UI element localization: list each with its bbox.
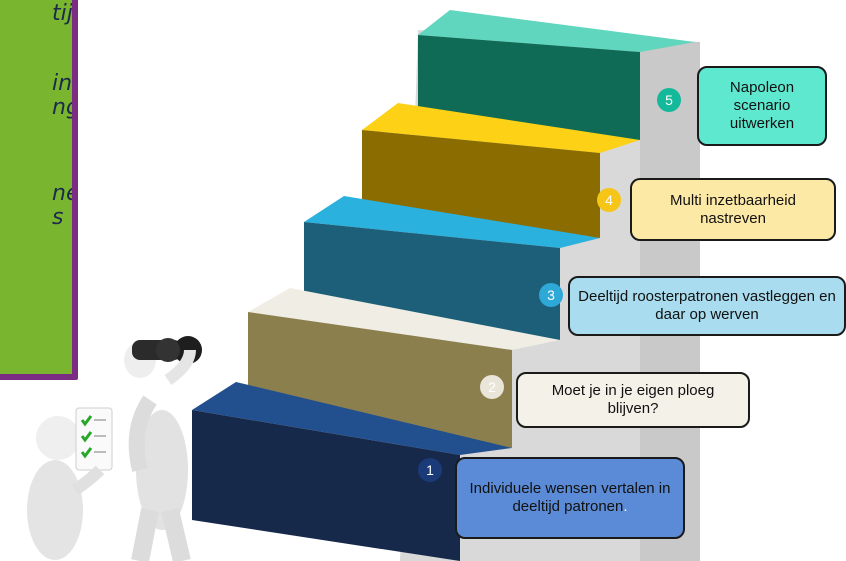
binocular-figure-icon bbox=[124, 336, 202, 561]
step-4-label: Multi inzetbaarheid nastreven bbox=[630, 178, 836, 241]
step-1-top bbox=[192, 382, 512, 455]
step-1-suffix: . bbox=[623, 498, 628, 515]
side-panel-line: ing bbox=[52, 71, 73, 96]
step-5-riser bbox=[418, 35, 640, 140]
step-5-top bbox=[418, 10, 695, 52]
checklist-figure-icon bbox=[27, 407, 113, 560]
side-panel: tijd ing ng ne s bbox=[0, 0, 78, 380]
step-1-label: Individuele wensen vertalen in deeltijd … bbox=[455, 457, 685, 539]
step-5-badge: 5 bbox=[657, 88, 681, 112]
side-panel-line: tijd bbox=[52, 1, 73, 26]
step-3-badge: 3 bbox=[539, 283, 563, 307]
side-panel-line: ne bbox=[52, 181, 78, 206]
step-1-badge: 1 bbox=[418, 458, 442, 482]
step-3-top bbox=[304, 196, 600, 248]
side-panel-line: ng bbox=[52, 95, 78, 120]
step-4-top bbox=[362, 103, 640, 153]
step-5-label: Napoleon scenario uitwerken bbox=[697, 66, 827, 146]
step-4-badge: 4 bbox=[597, 188, 621, 212]
step-1-riser bbox=[192, 410, 460, 561]
side-panel-line: s bbox=[52, 205, 64, 230]
step-2-label: Moet je in je eigen ploeg blijven? bbox=[516, 372, 750, 428]
step-2-badge: 2 bbox=[480, 375, 504, 399]
step-3-label: Deeltijd roosterpatronen vastleggen en d… bbox=[568, 276, 846, 336]
step-2-top bbox=[248, 288, 560, 350]
